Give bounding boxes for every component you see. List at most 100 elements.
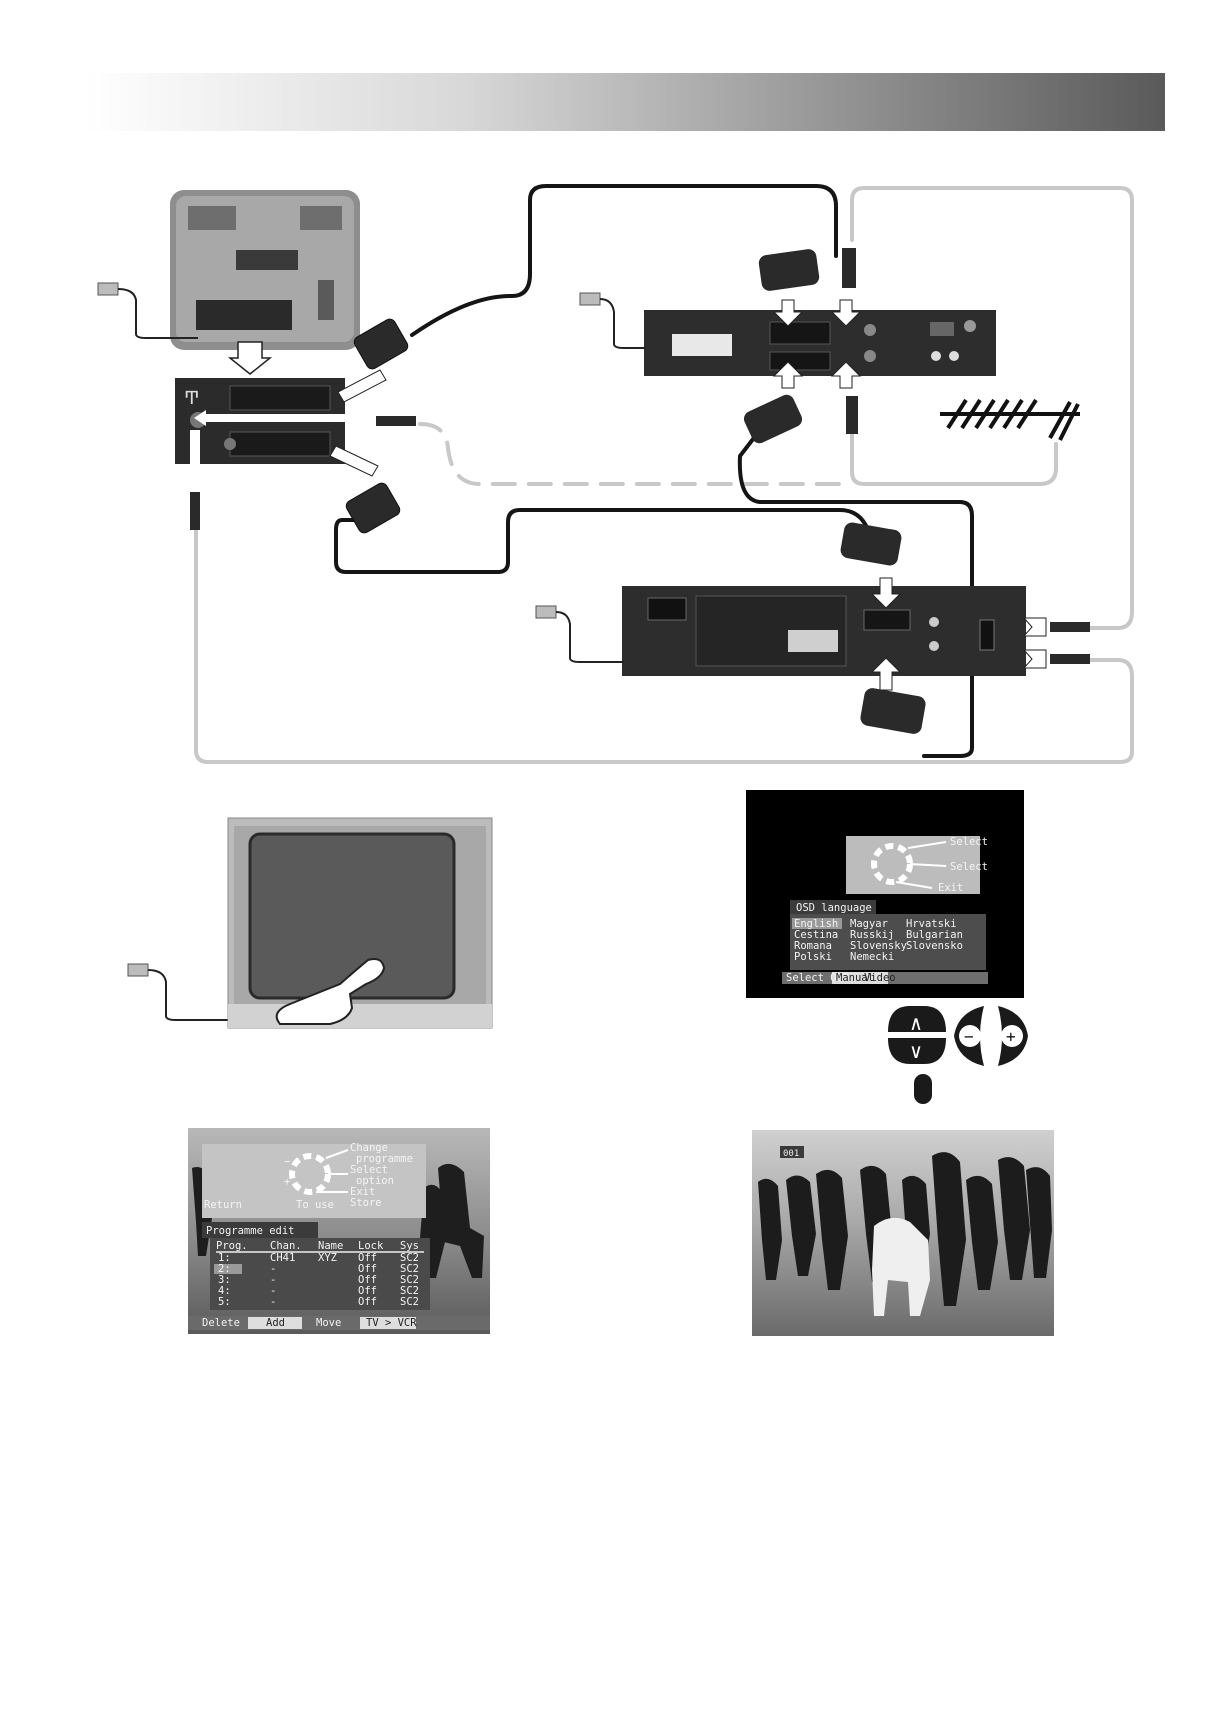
table-cell: - [270, 1274, 276, 1286]
receiver-plugs [743, 248, 862, 444]
down-key: ∨ [888, 1038, 946, 1064]
column-header: Sys [400, 1240, 419, 1252]
tv-connector-panel: Ͳ [175, 378, 390, 470]
osd-footer-item: Video [864, 972, 896, 984]
table-cell: SC2 [400, 1285, 419, 1297]
osd-language-screen: Select Select Exit OSD language English … [746, 790, 1024, 998]
osd-language-title: OSD language [796, 902, 872, 914]
programme-edit-title: Programme edit [206, 1225, 295, 1237]
osd-nav-hint-panel: Select Select Exit [846, 836, 988, 894]
programme-edit-screen: − + Change programme Select option Exit … [188, 1128, 490, 1334]
column-header: Chan. [270, 1240, 302, 1252]
table-cell: Off [358, 1263, 377, 1275]
table-cell: Off [358, 1296, 377, 1308]
pe-hint-return: Return [204, 1199, 242, 1211]
osd-language-option: Magyar [850, 918, 888, 930]
up-arrow-icon: ∧ [910, 1011, 922, 1035]
osd-language-option: Slovensko [906, 940, 963, 952]
table-cell: CH41 [270, 1252, 295, 1264]
minus-key: − [954, 1006, 984, 1066]
header-bar [85, 73, 1165, 131]
table-cell: SC2 [400, 1296, 419, 1308]
osd-language-option: Bulgarian [906, 929, 963, 941]
minus-icon: − [964, 1027, 974, 1046]
programme-table-header: Prog. Chan. Name Lock Sys [216, 1240, 419, 1252]
pe-footer-item: Move [316, 1317, 341, 1329]
table-cell: - [270, 1285, 276, 1297]
table-cell: XYZ [318, 1252, 337, 1264]
table-cell: 3: [218, 1274, 231, 1286]
pe-hint-minus: − [284, 1156, 290, 1168]
table-cell: SC2 [400, 1274, 419, 1286]
pe-hint-change: Change [350, 1142, 388, 1154]
vcr-plugs [840, 522, 1090, 734]
column-header: Lock [358, 1240, 384, 1252]
osd-language-option: Polski [794, 951, 832, 963]
connection-diagram: Ͳ [97, 184, 1134, 764]
osd-language-option: English [794, 918, 838, 930]
pe-hint-plus: + [284, 1176, 290, 1188]
tv-front-power-plug [127, 963, 230, 1021]
table-cell: Off [358, 1285, 377, 1297]
hand-pressing-button [275, 958, 386, 1025]
pe-footer-item: Add [266, 1317, 285, 1329]
channel-badge [780, 1146, 804, 1158]
osd-footer-item: Manual [836, 972, 874, 984]
rf-cables [194, 186, 1134, 764]
white-horse [872, 1217, 930, 1316]
tv-rear [170, 190, 360, 375]
column-header: Name [318, 1240, 343, 1252]
table-cell: 5: [218, 1296, 231, 1308]
rf-cable-right [194, 528, 1134, 764]
plus-key: + [998, 1006, 1028, 1066]
svg-text:Ͳ: Ͳ [184, 388, 200, 409]
table-cell: - [270, 1263, 276, 1275]
rf-cable-top [850, 186, 1134, 630]
osd-hint-exit: Exit [938, 882, 963, 894]
receiver-box [644, 310, 996, 376]
tv-power-plug [97, 282, 198, 339]
antenna [940, 398, 1080, 441]
pe-hint-store: Store [350, 1197, 382, 1209]
osd-language-list: English Magyar Hrvatski Cestina Russkij … [794, 918, 963, 963]
remote-keys: ∧ ∨ − + [888, 1006, 1028, 1104]
tv-scart-plugs [329, 318, 409, 534]
pe-nav-hint-panel: − + Change programme Select option Exit … [202, 1142, 426, 1218]
plus-icon: + [1006, 1027, 1016, 1046]
table-cell: 4: [218, 1285, 231, 1297]
tv-front-figure [127, 817, 493, 1029]
pe-hint-exit: Exit [350, 1186, 375, 1198]
down-arrow-icon: ∨ [910, 1039, 922, 1063]
ok-key [914, 1074, 932, 1104]
pe-hint-programme: programme [356, 1153, 413, 1165]
scart-cables [334, 184, 974, 758]
osd-language-option: Hrvatski [906, 918, 957, 930]
vcr-box [622, 586, 1026, 676]
receiver-power-plug [579, 292, 646, 349]
column-header: Prog. [216, 1240, 248, 1252]
table-cell: SC2 [400, 1252, 419, 1264]
osd-language-option: Romana [794, 940, 832, 952]
osd-language-option: Russkij [850, 929, 894, 941]
tv-rf-plug [190, 416, 416, 530]
pe-hint-option: option [356, 1175, 394, 1187]
table-cell: 2: [218, 1263, 231, 1275]
table-cell: Off [358, 1274, 377, 1286]
pe-hint-to-use: To use [296, 1199, 334, 1211]
scart-cable-tv-receiver [410, 184, 838, 337]
table-cell: - [270, 1296, 276, 1308]
osd-hint-select-2: Select [950, 861, 988, 873]
osd-language-option: Slovensky [850, 940, 907, 952]
pe-hint-select: Select [350, 1164, 388, 1176]
table-cell: SC2 [400, 1263, 419, 1275]
vcr-power-plug [535, 605, 624, 663]
osd-footer-item: Select OSD [786, 972, 849, 984]
scart-cable-receiver-vcr [737, 428, 974, 758]
channel-badge-text: 001 [783, 1149, 799, 1159]
pe-footer-item: TV > VCR [366, 1317, 417, 1329]
table-cell: Off [358, 1252, 377, 1264]
rf-cable-dashed [418, 422, 854, 486]
rf-cable-antenna [850, 428, 1058, 486]
pe-footer-item: Delete [202, 1317, 240, 1329]
osd-hint-select-1: Select [950, 836, 988, 848]
